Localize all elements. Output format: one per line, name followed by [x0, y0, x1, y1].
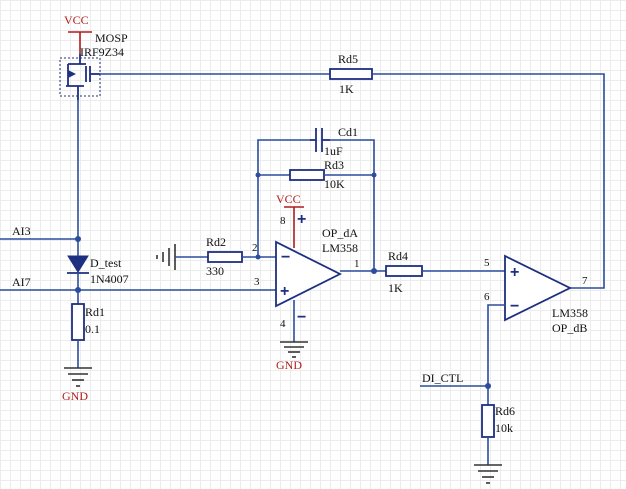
opa-gnd-minus: − [297, 309, 306, 326]
vcc-label-top: VCC [64, 13, 89, 27]
resistor-rd5: Rd5 1K [329, 52, 373, 96]
vcc-label-opa: VCC [276, 192, 301, 206]
net-ai7: AI7 [12, 275, 31, 289]
rd4-ref: Rd4 [388, 249, 408, 263]
cd1-value: 1uF [324, 144, 343, 158]
rd2-ref: Rd2 [206, 235, 226, 249]
capacitor-cd1: Cd1 1uF [310, 125, 358, 158]
net-ai3: AI3 [12, 224, 31, 238]
rd5-ref: Rd5 [338, 52, 358, 66]
opamp-op-da: − + OP_dA LM358 [275, 226, 358, 308]
vcc-symbol-opa: VCC 8 + [276, 192, 306, 248]
resistor-rd1: Rd1 0.1 [71, 303, 105, 341]
diode-ref: D_test [90, 256, 122, 270]
vcc-symbol-top: VCC [64, 13, 92, 54]
mosfet-ref: MOSP [95, 31, 128, 45]
gnd-symbol-rd2 [156, 244, 176, 270]
resistor-rd3: Rd3 10K [289, 158, 345, 191]
wire-feedback-gate [372, 73, 605, 289]
opa-vcc-plus: + [297, 211, 306, 228]
rd2-value: 330 [206, 264, 224, 278]
opamp-op-db: + − LM358 OP_dB [504, 254, 588, 335]
opa-pin-inv: 2 [252, 242, 258, 254]
opa-ref: OP_dA [322, 226, 358, 240]
resistor-rd6: Rd6 10k [481, 404, 515, 438]
gnd-symbol-rd6 [474, 464, 502, 484]
mosfet-value: IRF9Z34 [80, 45, 124, 59]
rd6-value: 10k [495, 421, 513, 435]
opb-ref: OP_dB [552, 321, 587, 335]
opa-minus-sign: − [281, 249, 290, 266]
rd5-value: 1K [339, 82, 354, 96]
opa-plus-sign: + [280, 283, 289, 300]
gnd-symbol-left: GND [62, 367, 92, 403]
resistor-rd4: Rd4 1K [385, 249, 423, 295]
opb-pin-noninv: 5 [484, 257, 490, 269]
rd1-ref: Rd1 [85, 305, 105, 319]
rd4-value: 1K [388, 281, 403, 295]
opb-pin-out: 7 [582, 275, 588, 287]
wire-fb-left [257, 139, 310, 256]
rd3-ref: Rd3 [324, 158, 344, 172]
opa-pin-out: 1 [354, 258, 360, 270]
gnd-label-left: GND [62, 389, 88, 403]
diode-d-test: D_test 1N4007 [67, 255, 129, 286]
gnd-label-opa: GND [276, 358, 302, 372]
mosfet-symbol [59, 54, 101, 100]
opa-pin-gnd: 4 [280, 318, 286, 330]
cd1-ref: Cd1 [338, 125, 358, 139]
diode-value: 1N4007 [90, 272, 129, 286]
rd3-value: 10K [324, 177, 345, 191]
opa-pin-noninv: 3 [254, 276, 260, 288]
resistor-rd2: Rd2 330 [206, 235, 243, 278]
opb-plus-sign: + [510, 264, 519, 281]
opa-pin-vcc: 8 [280, 215, 286, 227]
rd1-value: 0.1 [85, 322, 100, 336]
opb-pin-inv: 6 [484, 291, 490, 303]
gnd-symbol-opa: GND [276, 341, 308, 372]
opb-value: LM358 [552, 306, 588, 320]
opa-value: LM358 [322, 241, 358, 255]
rd6-ref: Rd6 [495, 404, 515, 418]
opb-minus-sign: − [510, 298, 519, 315]
net-di-ctl: DI_CTL [422, 371, 463, 385]
